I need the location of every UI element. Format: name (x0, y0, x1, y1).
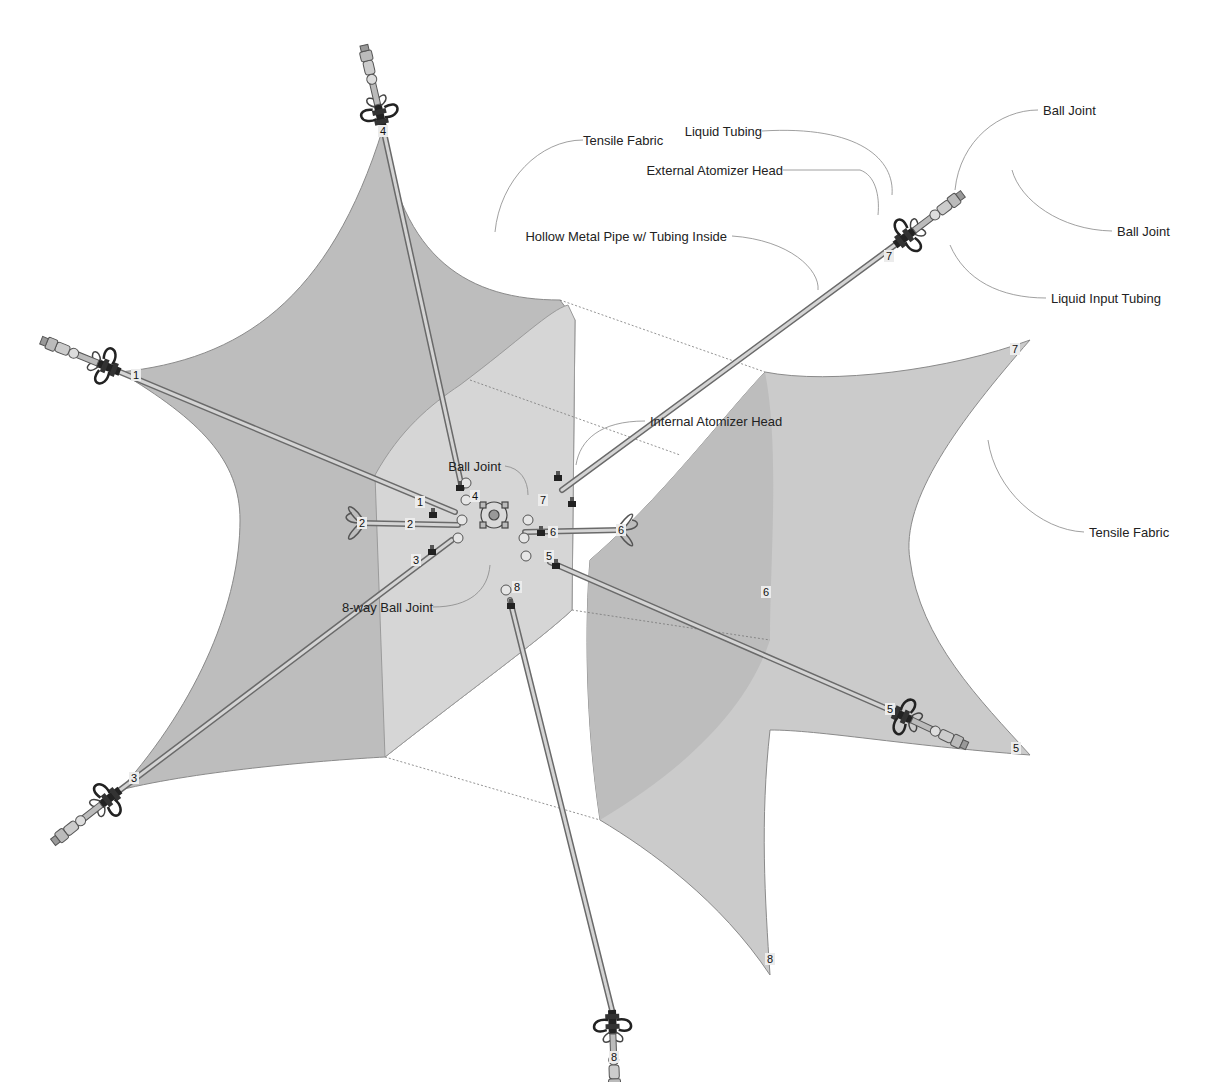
part-label: Hollow Metal Pipe w/ Tubing Inside (525, 229, 727, 244)
part-label: Tensile Fabric (583, 133, 663, 148)
callout-number: 6 (616, 524, 626, 536)
part-label: Ball Joint (448, 459, 501, 474)
part-label: 8-way Ball Joint (342, 600, 433, 615)
callout-number: 3 (129, 772, 139, 784)
part-label: Internal Atomizer Head (650, 414, 782, 429)
callout-number: 7 (1010, 343, 1020, 355)
callout-number: 8 (512, 581, 522, 593)
part-label: External Atomizer Head (646, 163, 783, 178)
callout-number: 4 (470, 490, 480, 502)
callout-number: 5 (885, 703, 895, 715)
callout-number: 8 (609, 1051, 619, 1063)
part-label: Tensile Fabric (1089, 525, 1169, 540)
callout-number: 1 (131, 369, 141, 381)
callout-number: 4 (378, 125, 388, 137)
callout-number: 5 (1011, 742, 1021, 754)
callout-number: 8 (765, 953, 775, 965)
part-label: Liquid Tubing (685, 124, 762, 139)
callout-number: 5 (544, 550, 554, 562)
callout-number: 7 (538, 494, 548, 506)
callout-number: 1 (415, 496, 425, 508)
callout-number: 7 (884, 250, 894, 262)
part-label: Ball Joint (1043, 103, 1096, 118)
callout-number: 2 (357, 517, 367, 529)
part-label: Liquid Input Tubing (1051, 291, 1161, 306)
callout-number: 6 (761, 586, 771, 598)
callout-number: 3 (411, 554, 421, 566)
callout-number: 2 (405, 518, 415, 530)
part-label: Ball Joint (1117, 224, 1170, 239)
callout-number: 6 (548, 526, 558, 538)
